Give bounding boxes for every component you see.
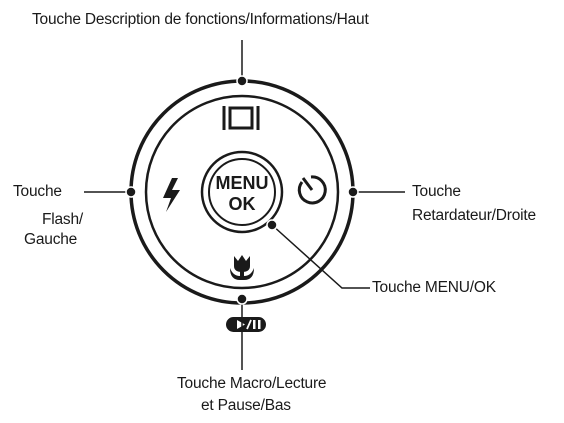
leader-dots xyxy=(125,75,359,305)
label-left-1: Touche xyxy=(13,183,62,200)
label-left-2: Flash/ xyxy=(42,211,84,228)
label-right-1: Touche xyxy=(412,183,461,200)
display-icon xyxy=(222,106,260,130)
label-bottom-2: et Pause/Bas xyxy=(201,397,291,414)
menu-ok-button-inner xyxy=(208,158,276,226)
label-top: Touche Description de fonctions/Informat… xyxy=(32,11,369,28)
menu-ok-line1: MENU xyxy=(216,173,269,193)
label-menu-ok: Touche MENU/OK xyxy=(372,279,496,296)
inner-ring xyxy=(144,94,340,290)
menu-ok-line2: OK xyxy=(229,194,256,214)
menu-ok-button-outer[interactable] xyxy=(200,150,284,234)
self-timer-icon xyxy=(297,175,327,205)
label-left-3: Gauche xyxy=(24,231,78,248)
play-pause-icon xyxy=(226,317,266,332)
label-right-2: Retardateur/Droite xyxy=(412,207,536,224)
leader-lines xyxy=(84,40,405,370)
macro-icon xyxy=(230,255,254,280)
label-bottom-1: Touche Macro/Lecture xyxy=(177,375,327,392)
flash-icon xyxy=(163,178,180,212)
